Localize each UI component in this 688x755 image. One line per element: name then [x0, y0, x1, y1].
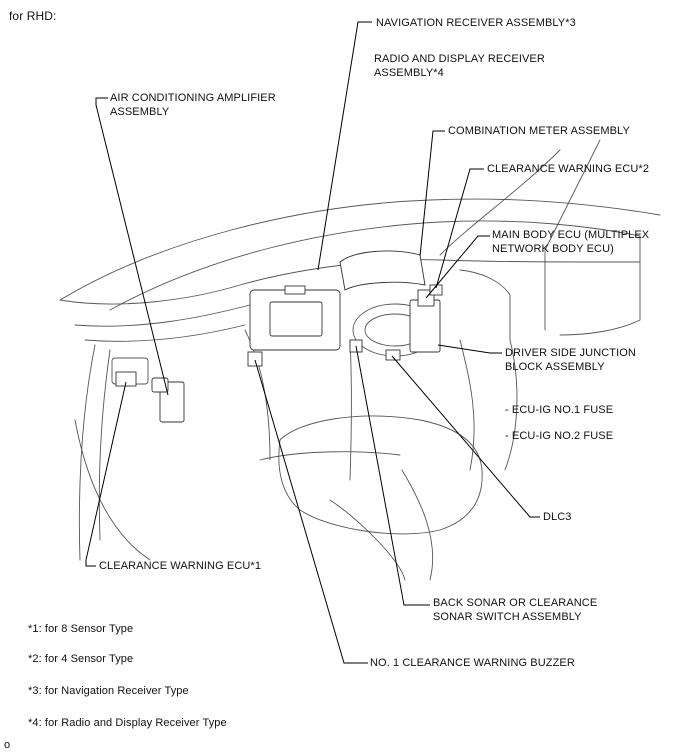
- leader-buzzer: [254, 359, 368, 664]
- footnote-2: *2: for 4 Sensor Type: [28, 653, 134, 665]
- clearance-warning-buzzer: [247, 351, 263, 367]
- windshield-inner: [109, 220, 641, 311]
- clearance-warning-ecu-1: [115, 371, 137, 387]
- combination-meter: [339, 250, 426, 291]
- figure-code: o: [4, 739, 11, 751]
- clearance-warning-ecu-2: [429, 284, 443, 296]
- label-air-conditioning-amplifier: AIR CONDITIONING AMPLIFIER ASSEMBLY: [110, 92, 276, 118]
- leader-sonar-switch: [355, 345, 430, 606]
- footnote-3: *3: for Navigation Receiver Type: [28, 685, 189, 697]
- label-combination-meter: COMBINATION METER ASSEMBLY: [448, 125, 630, 137]
- seat-outline: [278, 415, 483, 535]
- leader-clearance-ecu-2: [435, 168, 484, 289]
- label-navigation-receiver: NAVIGATION RECEIVER ASSEMBLY*3: [376, 17, 576, 29]
- windshield-outline: [59, 198, 661, 301]
- leader-junction-block: [437, 344, 502, 354]
- label-clearance-warning-buzzer: NO. 1 CLEARANCE WARNING BUZZER: [370, 657, 575, 669]
- receiver-display: [269, 301, 323, 337]
- variant-title: for RHD:: [9, 9, 57, 23]
- label-clearance-warning-ecu-2: CLEARANCE WARNING ECU*2: [487, 163, 650, 175]
- leader-air-conditioning: [95, 97, 169, 396]
- driver-side-junction-block: [409, 299, 441, 353]
- leader-navigation: [317, 21, 372, 271]
- label-back-sonar-switch: BACK SONAR OR CLEARANCE SONAR SWITCH ASS…: [433, 597, 598, 623]
- label-ecu-ig-no2-fuse: - ECU-IG NO.2 FUSE: [505, 430, 614, 442]
- label-driver-side-junction-block: DRIVER SIDE JUNCTION BLOCK ASSEMBLY: [505, 347, 636, 373]
- label-main-body-ecu: MAIN BODY ECU (MULTIPLEX NETWORK BODY EC…: [492, 229, 650, 255]
- footnote-1: *1: for 8 Sensor Type: [28, 623, 134, 635]
- leader-dlc3: [391, 355, 540, 518]
- label-clearance-warning-ecu-1: CLEARANCE WARNING ECU*1: [99, 560, 262, 572]
- label-ecu-ig-no1-fuse: - ECU-IG NO.1 FUSE: [505, 404, 614, 416]
- leader-clearance-ecu-1: [85, 381, 127, 567]
- leader-main-body-ecu: [425, 235, 490, 299]
- footnote-4: *4: for Radio and Display Receiver Type: [28, 717, 227, 729]
- leader-combination-meter: [419, 130, 445, 257]
- dlc3-connector: [385, 349, 401, 361]
- label-radio-display-receiver: RADIO AND DISPLAY RECEIVER ASSEMBLY*4: [374, 53, 545, 79]
- label-dlc3: DLC3: [543, 511, 572, 523]
